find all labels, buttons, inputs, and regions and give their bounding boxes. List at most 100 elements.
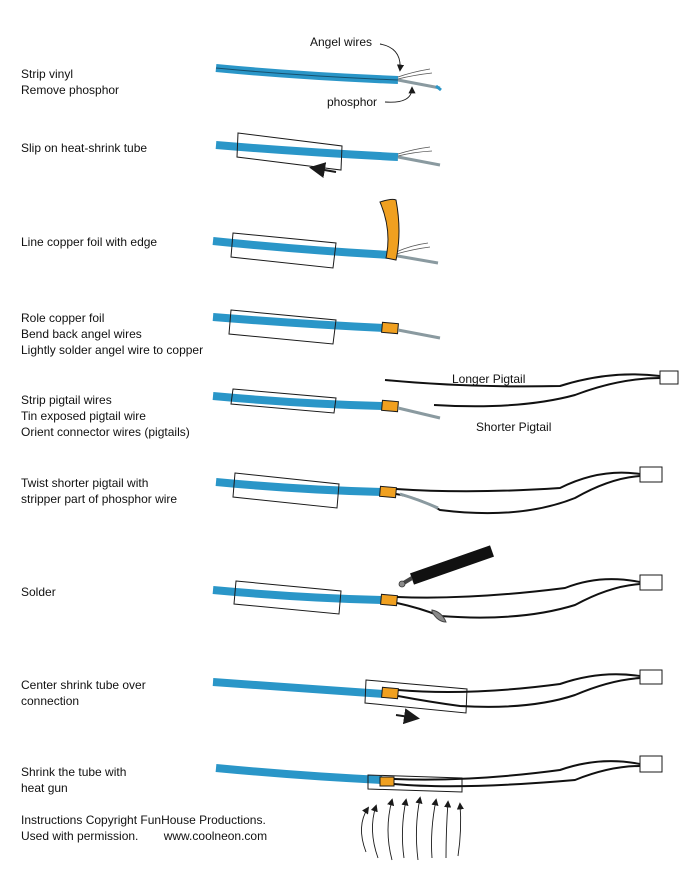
el-wire — [215, 64, 399, 84]
el-wire — [212, 237, 391, 259]
step-line: Lightly solder angel wire to copper — [21, 343, 204, 357]
step-7-illustration — [212, 545, 663, 623]
longer-pigtail-wire — [395, 471, 641, 493]
website-link[interactable]: www.coolneon.com — [163, 829, 268, 843]
phosphor-callout-line — [384, 86, 416, 103]
step-4-illustration — [212, 309, 441, 345]
phosphor-core — [397, 328, 441, 340]
phosphor-core-tip — [435, 84, 442, 92]
angel-wire — [397, 68, 431, 78]
phosphor-core — [397, 78, 441, 90]
el-wire — [212, 678, 385, 698]
el-wire — [215, 764, 383, 784]
twisted-phosphor — [399, 492, 439, 510]
step-line: Tin exposed pigtail wire — [21, 409, 146, 423]
permission-text: Used with permission. — [21, 829, 139, 843]
step-line: stripper part of phosphor wire — [21, 492, 178, 506]
longer-pigtail-wire — [396, 578, 641, 599]
connector — [639, 466, 663, 483]
heat-shrink-tube — [233, 580, 342, 615]
copper-foil-roll — [381, 686, 399, 700]
heat-arrows — [361, 796, 465, 861]
copper-foil-roll — [380, 593, 398, 607]
shorter-pigtail-wire — [433, 377, 661, 408]
solder-blob — [431, 609, 447, 623]
step-9-illustration — [215, 755, 663, 861]
step-1-illustration — [215, 43, 442, 103]
angel-wire — [395, 246, 431, 255]
step-line: Shrink the tube with — [21, 765, 127, 779]
heat-shrink-tube — [364, 679, 468, 714]
el-wire — [215, 141, 399, 161]
angel-wires-label: Angel wires — [310, 35, 373, 49]
el-wire — [212, 313, 385, 332]
heat-shrink-tube — [232, 472, 340, 509]
step-6-instructions: Twist shorter pigtail with stripper part… — [21, 475, 177, 507]
twisted-shorter-pigtail — [395, 475, 641, 515]
angel-wire-callout-line — [379, 43, 405, 72]
phosphor-label: phosphor — [327, 95, 378, 109]
shorter-pigtail-wire — [393, 765, 641, 788]
slide-direction-arrow — [395, 708, 420, 725]
connector — [659, 370, 679, 385]
phosphor-core — [397, 155, 441, 167]
step-line: Strip pigtail wires — [21, 393, 112, 407]
el-wire-outline — [215, 67, 399, 81]
heat-shrink-tube — [236, 132, 343, 171]
step-line: Center shrink tube over — [21, 678, 146, 692]
angel-wire — [397, 150, 433, 157]
step-8-illustration — [212, 669, 663, 725]
heat-shrink-tube — [230, 232, 337, 269]
slide-direction-arrow — [309, 162, 337, 178]
step-3-instructions: Line copper foil with edge — [21, 234, 157, 250]
copper-foil-roll — [381, 321, 399, 335]
shorter-pigtail-wire — [397, 677, 641, 708]
heat-shrink-tube — [230, 388, 337, 414]
step-line: Bend back angel wires — [21, 327, 142, 341]
angel-wire — [395, 242, 429, 253]
shrunk-tube — [367, 774, 463, 793]
connector — [639, 669, 663, 685]
step-line: Twist shorter pigtail with — [21, 476, 149, 490]
permission-line: Used with permission. www.coolneon.com — [21, 828, 267, 844]
copper-foil-strip — [379, 198, 400, 261]
heat-shrink-tube — [228, 309, 337, 345]
step-line: Line copper foil with edge — [21, 235, 158, 249]
step-8-instructions: Center shrink tube over connection — [21, 677, 146, 709]
phosphor-core — [391, 253, 439, 265]
connector — [639, 755, 663, 773]
step-5-instructions: Strip pigtail wires Tin exposed pigtail … — [21, 392, 190, 440]
step-line: Role copper foil — [21, 311, 105, 325]
step-5-illustration — [212, 370, 679, 420]
step-line: Slip on heat-shrink tube — [21, 141, 148, 155]
shorter-pigtail-label: Shorter Pigtail — [476, 420, 552, 434]
copper-foil-roll — [379, 776, 395, 787]
copyright-line: Instructions Copyright FunHouse Producti… — [21, 813, 266, 827]
longer-pigtail-wire — [397, 673, 641, 693]
soldering-iron-body — [410, 545, 494, 585]
step-1-instructions: Strip vinyl Remove phosphor — [21, 66, 119, 98]
step-4-instructions: Role copper foil Bend back angel wires L… — [21, 310, 203, 358]
step-2-instructions: Slip on heat-shrink tube — [21, 140, 147, 156]
step-line: Orient connector wires (pigtails) — [21, 425, 190, 439]
angel-wire — [397, 72, 433, 80]
angel-wire — [397, 146, 431, 155]
el-wire — [215, 478, 383, 496]
step-line: Solder — [21, 585, 56, 599]
step-2-illustration — [215, 132, 441, 178]
solder-drop — [398, 580, 406, 588]
copper-foil-roll — [381, 399, 399, 413]
longer-pigtail-label: Longer Pigtail — [452, 372, 526, 386]
longer-pigtail-wire — [384, 373, 661, 388]
step-3-illustration — [212, 198, 439, 269]
step-line: heat gun — [21, 781, 68, 795]
step-7-instructions: Solder — [21, 584, 56, 600]
phosphor-core — [397, 406, 441, 420]
step-9-instructions: Shrink the tube with heat gun — [21, 764, 126, 796]
shorter-pigtail-wire — [396, 583, 641, 619]
el-wire — [212, 392, 385, 410]
step-line: Strip vinyl — [21, 67, 74, 81]
step-line: connection — [21, 694, 80, 708]
step-6-illustration — [215, 466, 663, 515]
